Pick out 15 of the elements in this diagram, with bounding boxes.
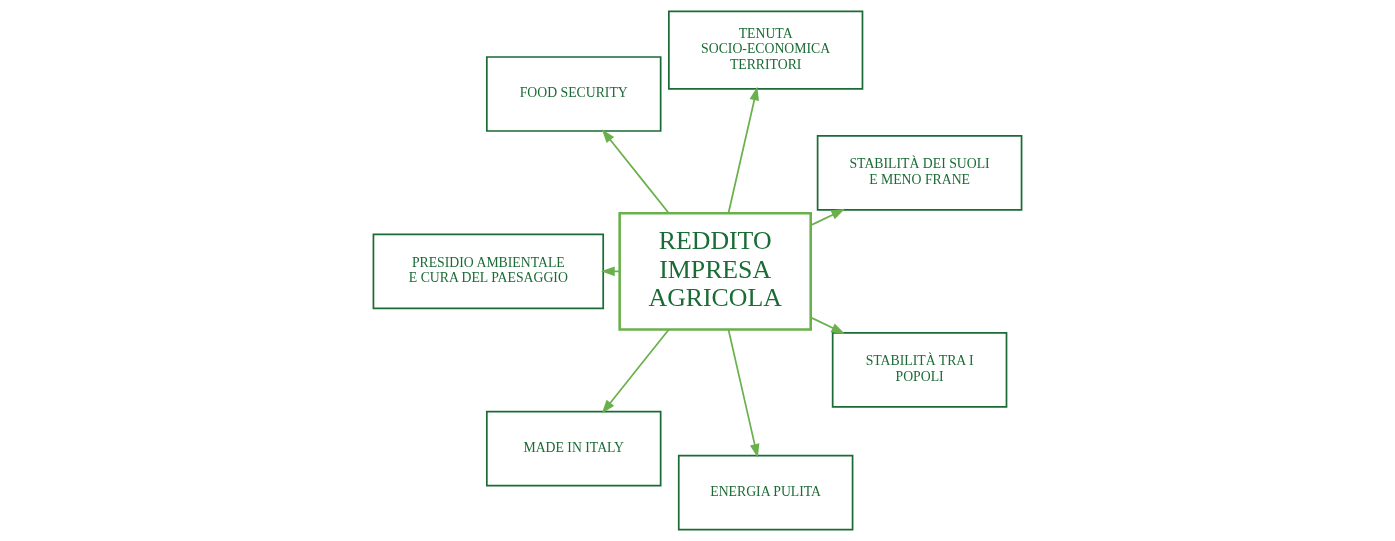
arrow	[727, 328, 760, 458]
node-box: TENUTA SOCIO-ECONOMICA TERRITORI	[668, 10, 864, 90]
arrow	[809, 208, 846, 227]
arrow	[600, 266, 621, 277]
node-box: MADE IN ITALY	[485, 410, 662, 487]
node-box: STABILITÀ TRA I POPOLI	[831, 331, 1008, 408]
node-box: PRESIDIO AMBIENTALE E CURA DEL PAESAGGIO	[372, 233, 605, 310]
arrow	[727, 86, 759, 215]
node-box: STABILITÀ DEI SUOLI E MENO FRANE	[816, 135, 1023, 211]
node-box: FOOD SECURITY	[485, 56, 662, 132]
node-box: REDDITO IMPRESA AGRICOLA	[618, 212, 812, 331]
arrow	[601, 328, 670, 414]
arrow	[809, 316, 846, 334]
node-box: ENERGIA PULITA	[677, 454, 854, 531]
arrow	[601, 129, 670, 214]
